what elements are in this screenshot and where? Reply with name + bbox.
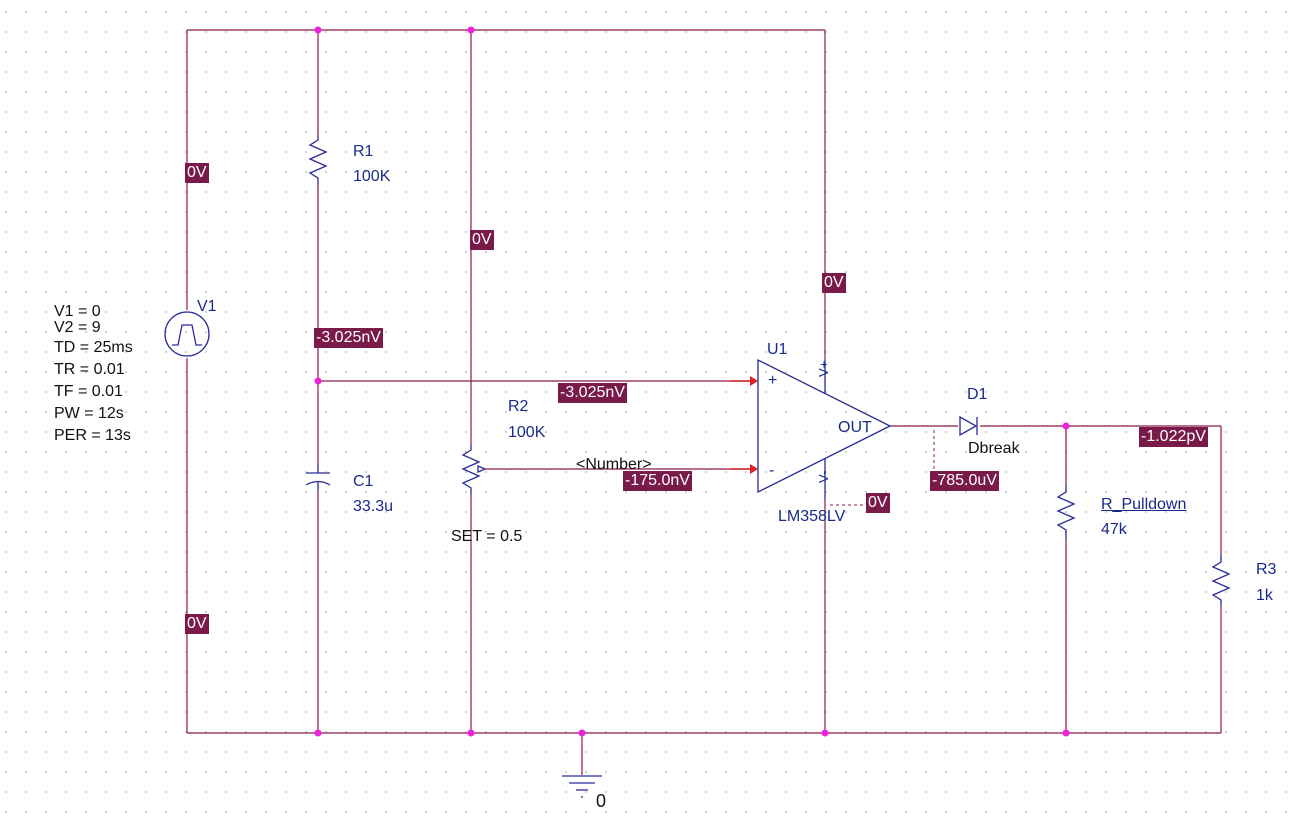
voltage-marker-d1-anode[interactable]: -785.0uV [930,471,999,491]
v1-param: TR = 0.01 [54,361,125,378]
voltage-marker-v1-bottom[interactable]: 0V [185,614,209,634]
voltage-marker-r2-top[interactable]: 0V [470,230,494,250]
junction-dot [314,377,322,385]
r1-value[interactable]: 100K [353,168,391,185]
v1-name[interactable]: V1 [197,298,217,315]
v1-source-symbol[interactable] [164,311,210,357]
c1-name[interactable]: C1 [353,473,374,490]
wires [186,29,1222,775]
v1-param: V2 = 9 [54,319,101,336]
junction-dot [1062,422,1070,430]
v1-param: TF = 0.01 [54,383,123,400]
u1-pin-out: OUT [838,419,872,436]
junction-dot [578,729,586,737]
voltage-marker-u1-in-plus[interactable]: -3.025nV [558,383,627,403]
r3-name[interactable]: R3 [1256,561,1277,578]
voltage-marker-u1-vplus[interactable]: 0V [822,273,846,293]
r1-resistor-symbol[interactable] [308,135,328,185]
c1-value[interactable]: 33.3u [353,498,394,515]
junction-dot [467,26,475,34]
v1-params[interactable]: V1 = 0 V2 = 9 TD = 25ms TR = 0.01 TF = 0… [54,301,133,447]
c1-capacitor-symbol[interactable] [305,465,331,490]
v1-param: PW = 12s [54,405,124,422]
r3-resistor-symbol[interactable] [1211,555,1231,605]
rpulldown-resistor-symbol[interactable] [1056,485,1076,540]
r2-name[interactable]: R2 [508,398,529,415]
r2-set-value[interactable]: SET = 0.5 [451,528,523,545]
junctions [314,26,1070,737]
voltage-marker-output[interactable]: -1.022pV [1139,427,1208,447]
v1-param: V1 = 0 [54,303,101,320]
d1-diode-symbol[interactable] [959,415,978,437]
r1-name[interactable]: R1 [353,143,374,160]
d1-name[interactable]: D1 [967,386,988,403]
u1-pin-vplus: V+ [816,360,831,377]
u1-input-pins [730,376,758,474]
u1-pin-vminus: V- [816,470,831,483]
r2-parameter[interactable]: <Number> [576,456,652,473]
u1-opamp-symbol[interactable] [757,358,892,500]
u1-name[interactable]: U1 [767,341,788,358]
voltage-marker-v1-top[interactable]: 0V [185,163,209,183]
d1-model[interactable]: Dbreak [968,440,1020,457]
junction-dot [1062,729,1070,737]
v1-param: TD = 25ms [54,339,133,356]
rpulldown-name[interactable]: R_Pulldown [1101,496,1187,513]
junction-dot [821,729,829,737]
ground-symbol[interactable] [562,775,602,798]
r2-value[interactable]: 100K [508,424,546,441]
junction-dot [467,729,475,737]
junction-dot [314,729,322,737]
u1-pin-minus: - [769,462,775,479]
voltage-marker-u1-vminus[interactable]: 0V [866,493,890,513]
u1-model[interactable]: LM358LV [778,508,846,525]
v1-param: PER = 13s [54,427,131,444]
r3-value[interactable]: 1k [1256,587,1273,604]
voltage-marker-u1-in-minus[interactable]: -175.0nV [623,471,692,491]
u1-pin-plus: + [768,372,778,389]
voltage-marker-r1-c1-node[interactable]: -3.025nV [314,328,383,348]
r2-potentiometer-symbol[interactable] [461,445,486,495]
rpulldown-value[interactable]: 47k [1101,521,1127,538]
ground-label: 0 [596,791,607,811]
junction-dot [314,26,322,34]
